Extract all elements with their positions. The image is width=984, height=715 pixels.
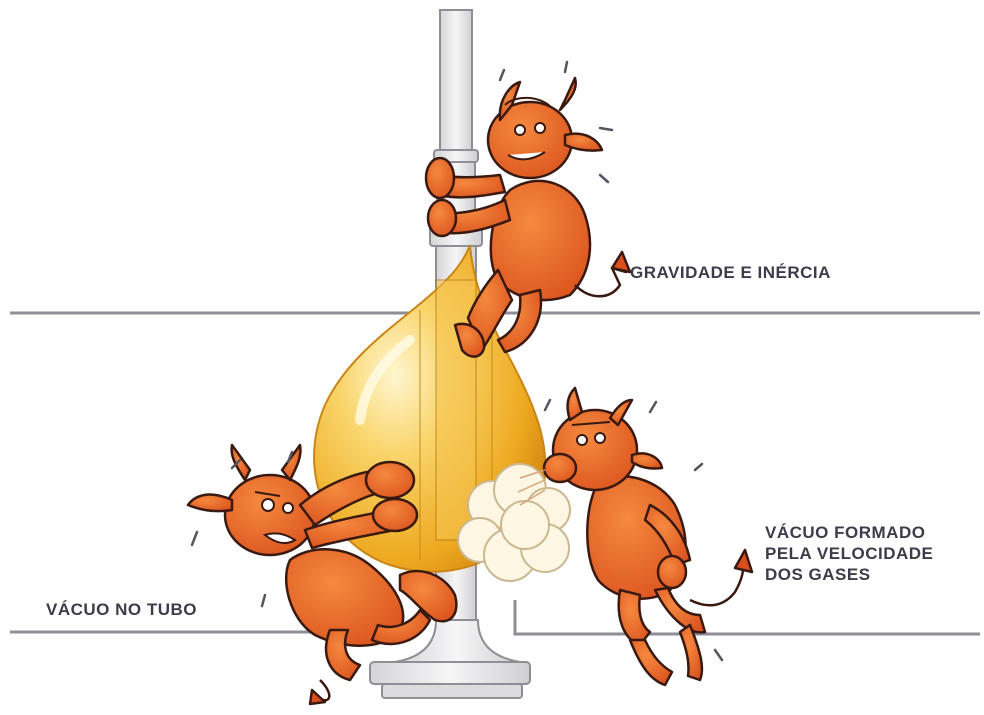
label-tube-vacuum: VÁCUO NO TUBO bbox=[46, 599, 197, 620]
label-gravity-inertia: GRAVIDADE E INÉRCIA bbox=[630, 262, 831, 283]
label-gas-line-3: DOS GASES bbox=[765, 564, 933, 585]
label-gas-line-1: VÁCUO FORMADO bbox=[765, 522, 933, 543]
devil-gas-velocity bbox=[544, 388, 752, 685]
label-gas-velocity-vacuum: VÁCUO FORMADO PELA VELOCIDADE DOS GASES bbox=[765, 522, 933, 585]
label-gas-line-2: PELA VELOCIDADE bbox=[765, 543, 933, 564]
